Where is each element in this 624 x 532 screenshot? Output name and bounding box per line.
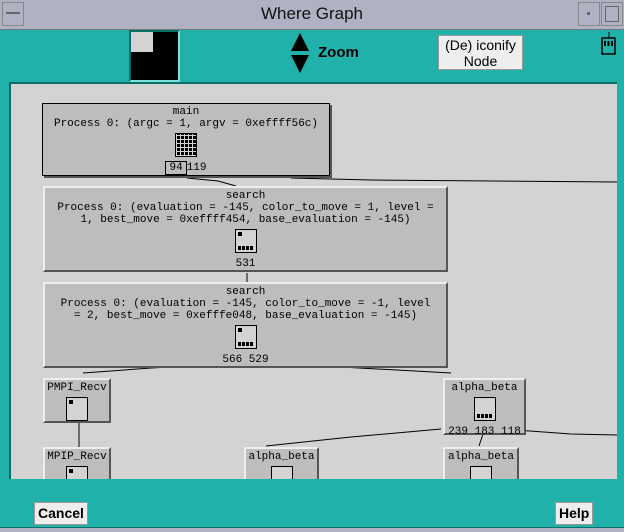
graph-panner[interactable] <box>129 30 180 82</box>
edge-ab-offscreen <box>515 429 617 436</box>
iconify-label-line1: (De) iconify <box>445 37 516 53</box>
process-set-icon <box>470 466 492 479</box>
node-count: 566 529 <box>222 354 269 366</box>
graph-canvas[interactable]: main Process 0: (argc = 1, argv = 0xefff… <box>9 82 617 479</box>
window-title: Where Graph <box>260 4 364 23</box>
window-bottom-border <box>0 527 624 532</box>
zoom-out-arrow-icon[interactable] <box>291 55 309 73</box>
node-count: 239 183 118 <box>448 426 521 438</box>
process-set-icon <box>473 397 496 421</box>
window-menu-button[interactable] <box>2 2 24 26</box>
node-main[interactable]: main Process 0: (argc = 1, argv = 0xefff… <box>42 103 330 176</box>
node-name: PMPI_Recv <box>47 382 107 394</box>
process-set-icon <box>234 229 257 253</box>
node-name: main <box>172 106 200 118</box>
node-count-selected[interactable]: 94 <box>165 161 187 175</box>
zoom-arrows <box>291 33 309 73</box>
zoom-in-arrow-icon[interactable] <box>291 33 309 51</box>
help-button[interactable]: Help <box>555 502 594 525</box>
node-mpip-recv[interactable]: MPIP_Recv <box>43 447 111 479</box>
node-args: Process 0: (argc = 1, argv = 0xeffff56c) <box>53 118 319 130</box>
node-name: alpha_beta <box>447 451 514 463</box>
node-alpha-beta-1[interactable]: alpha_beta 239 183 118 <box>443 378 526 438</box>
node-search-1[interactable]: search Process 0: (evaluation = -145, co… <box>43 186 448 272</box>
node-pmpi-recv[interactable]: PMPI_Recv <box>43 378 111 423</box>
node-name: alpha_beta <box>451 382 518 394</box>
process-set-icon <box>270 466 293 479</box>
edge-ab-ab3 <box>478 433 484 447</box>
node-count: 531 <box>235 258 256 270</box>
cancel-button[interactable]: Cancel <box>34 502 88 525</box>
node-args: = 2, best_move = 0xefffe048, base_evalua… <box>73 310 418 322</box>
node-args: Process 0: (evaluation = -145, color_to_… <box>60 298 431 310</box>
node-alpha-beta-3[interactable]: alpha_beta <box>443 447 519 479</box>
mouse-icon <box>601 32 616 55</box>
node-args: 1, best_move = 0xeffff454, base_evaluati… <box>80 214 411 226</box>
iconify-label-line2: Node <box>463 53 498 69</box>
process-set-icon <box>66 397 88 421</box>
maximize-button[interactable] <box>601 2 623 26</box>
edge-main-search <box>186 177 237 187</box>
minimize-button[interactable] <box>578 2 600 26</box>
deiconify-node-button[interactable]: (De) iconify Node <box>438 35 523 70</box>
node-name: search <box>225 286 266 298</box>
edge-ab-ab2 <box>265 428 442 447</box>
process-grid-icon <box>175 133 197 157</box>
process-set-icon <box>234 325 257 349</box>
node-search-2[interactable]: search Process 0: (evaluation = -145, co… <box>43 282 448 368</box>
node-name: MPIP_Recv <box>47 451 107 463</box>
node-alpha-beta-2[interactable]: alpha_beta <box>244 447 319 479</box>
edge-main-offscreen <box>290 177 617 183</box>
node-name: alpha_beta <box>248 451 315 463</box>
title-bar: Where Graph <box>0 0 624 30</box>
panner-viewport[interactable] <box>131 32 153 52</box>
node-count: 119 <box>186 162 207 174</box>
node-name: search <box>225 190 266 202</box>
process-set-icon <box>66 466 88 479</box>
node-args: Process 0: (evaluation = -145, color_to_… <box>57 202 434 214</box>
zoom-label: Zoom <box>318 44 359 61</box>
